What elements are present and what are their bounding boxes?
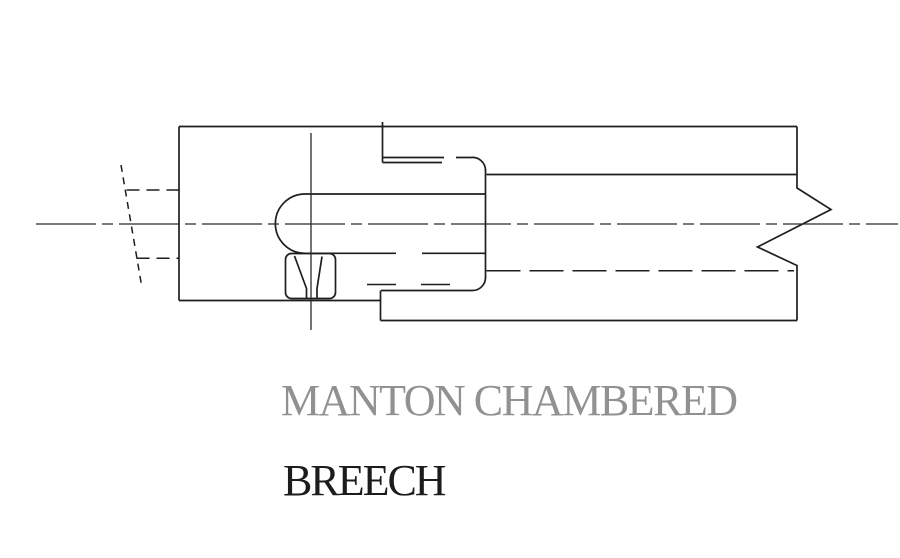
break-symbol — [755, 126, 833, 321]
vent-cone-left — [293, 255, 308, 299]
vent-cone-right — [316, 256, 323, 299]
rear-diagonal-hidden — [120, 164, 143, 289]
outline-lines — [178, 122, 833, 322]
centerlines — [36, 133, 898, 330]
thread-lower-corner — [381, 277, 487, 292]
thread-upper-corner — [456, 156, 487, 171]
caption-title-line2: BREECH — [283, 456, 447, 505]
caption-title-line1: MANTON CHAMBERED — [281, 376, 738, 425]
hidden-lines — [120, 164, 794, 289]
